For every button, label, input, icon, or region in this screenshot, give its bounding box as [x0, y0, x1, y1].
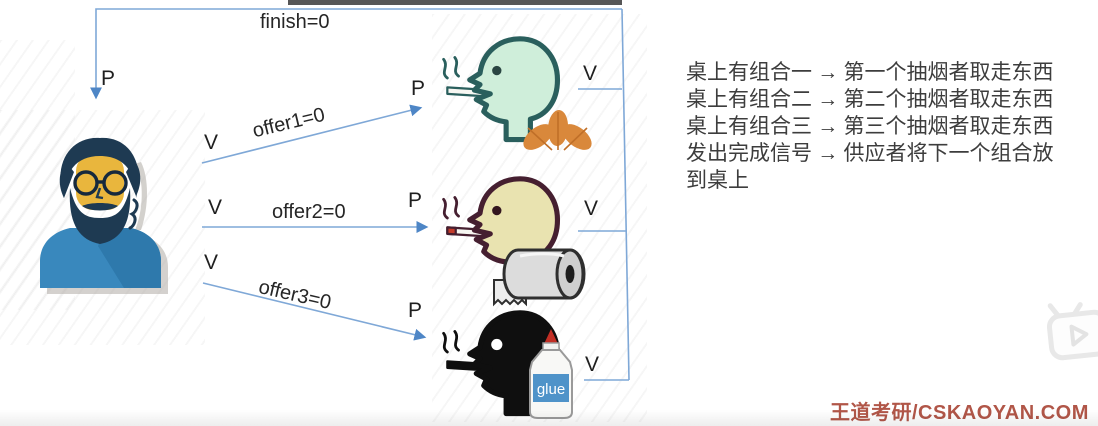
p-label-smoker1: P — [411, 77, 426, 100]
supplier-sideburn-curl — [128, 198, 139, 230]
smoker3-eye — [491, 338, 503, 351]
p-label-smoker2: P — [408, 189, 423, 212]
note-line-1: 桌上有组合一 → 第一个抽烟者取走东西 — [686, 60, 1054, 84]
supplier-hair — [60, 137, 139, 198]
bottom-fade — [0, 410, 1098, 426]
supplier-nose — [95, 187, 104, 200]
smoker2-eye — [492, 205, 502, 216]
offer3-arrow — [202, 282, 427, 341]
smoker3-smoke — [442, 330, 460, 354]
notes-block: 桌上有组合一 → 第一个抽烟者取走东西 桌上有组合二 → 第二个抽烟者取走东西 … — [686, 59, 1092, 194]
smoker2-cigarette-tip — [446, 226, 457, 236]
paper-roll-core — [565, 265, 575, 283]
supplier-beard — [69, 188, 131, 244]
finish-return-line — [621, 8, 630, 381]
supplier-mustache — [82, 203, 118, 211]
note-line-4: 发出完成信号 → 供应者将下一个组合放 — [686, 141, 1054, 165]
watermark: 王道考研/CSKAOYAN.COM — [830, 396, 1089, 425]
smoker2-smoke — [442, 196, 460, 220]
supplier-figure — [40, 137, 168, 294]
offer1-arrow — [201, 104, 423, 164]
note-line-2: 桌上有组合二 → 第二个抽烟者取走东西 — [686, 87, 1054, 111]
v-label-offer1: V — [204, 131, 219, 154]
smoker1-smoke — [442, 56, 460, 80]
glue-label — [533, 374, 569, 402]
smoker1-eye — [492, 65, 502, 76]
paper-roll-icon — [493, 248, 586, 307]
finish-arrow — [90, 8, 622, 100]
v-label-offer2: V — [208, 196, 223, 219]
note-line-3: 桌上有组合三 → 第三个抽烟者取走东西 — [686, 114, 1054, 138]
v-label-smoker1: V — [583, 62, 598, 85]
v-label-smoker2: V — [584, 197, 599, 220]
note-line-5: 到桌上 — [686, 168, 749, 192]
v-label-offer3: V — [204, 251, 219, 274]
v-label-smoker3: V — [585, 353, 600, 376]
p-label-finish: P — [101, 67, 116, 90]
smoker1-figure — [442, 36, 561, 143]
tv-play-icon — [1046, 302, 1098, 361]
finish-label: finish=0 — [260, 11, 330, 33]
glue-nozzle — [544, 329, 558, 344]
supplier-shirt-shade — [98, 228, 161, 288]
glue-label-text: glue — [537, 381, 565, 398]
tobacco-leaves-icon — [523, 110, 592, 151]
smoker1-head — [467, 36, 561, 143]
p-label-smoker3: P — [408, 299, 423, 322]
glue-bottle-icon: glue — [529, 329, 573, 419]
supplier-glasses — [73, 170, 128, 196]
offer2-label: offer2=0 — [272, 201, 346, 223]
